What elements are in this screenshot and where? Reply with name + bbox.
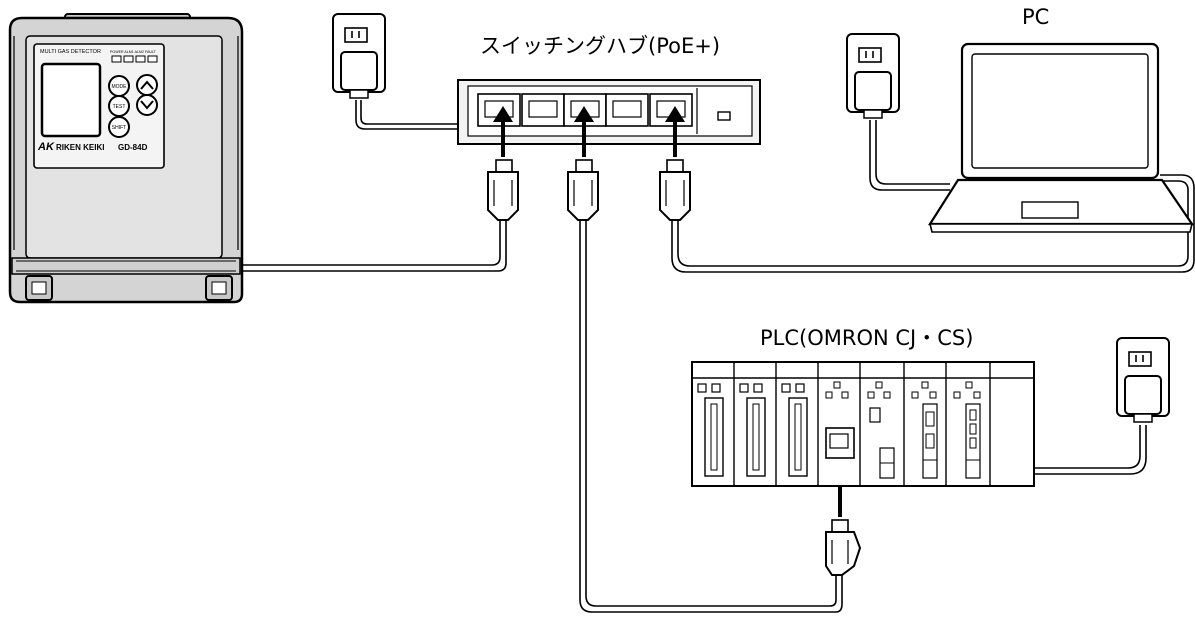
plc-label: PLC(OMRON CJ・CS)	[760, 322, 973, 352]
cable-plc-power	[1034, 425, 1146, 474]
cable-pc-power	[870, 120, 950, 190]
pc-power-adapter	[847, 34, 899, 118]
rj45-plug-plc-cable	[568, 160, 598, 220]
cable-detector-to-hub	[240, 220, 506, 271]
hub-power-adapter	[333, 14, 385, 98]
shift-button[interactable]: SHIFT	[109, 117, 129, 137]
plc-rack	[692, 362, 1034, 486]
rj45-plug-detector	[488, 160, 518, 220]
rj45-plug-pc	[660, 160, 690, 220]
laptop-touchpad	[1022, 202, 1078, 218]
detector-lcd-screen	[42, 64, 100, 136]
plc-ethernet-port[interactable]	[826, 428, 854, 458]
plc-power-adapter	[1117, 338, 1169, 422]
laptop-pc	[930, 44, 1192, 232]
down-arrow-button[interactable]	[137, 95, 157, 115]
detector-header-text: MULTI GAS DETECTOR	[40, 49, 101, 55]
hub-port-2[interactable]	[522, 94, 564, 126]
rj45-plug-plc-side	[826, 520, 860, 575]
up-arrow-button[interactable]	[137, 75, 157, 95]
detector-indicators-text: POWER ALM1 ALM2 FAULT	[110, 50, 157, 54]
cable-hub-power	[356, 100, 458, 129]
svg-text:MODE: MODE	[112, 84, 128, 90]
laptop-screen	[972, 54, 1148, 168]
pc-label: PC	[1022, 5, 1049, 29]
mode-button[interactable]: MODE	[109, 76, 129, 96]
svg-text:TEST: TEST	[113, 104, 126, 110]
detector-brand-text: RIKEN KEIKI	[56, 143, 104, 152]
detector-model-text: GD-84D	[118, 143, 148, 152]
switching-hub-label: スイッチングハブ(PoE+)	[480, 30, 720, 60]
svg-text:SHIFT: SHIFT	[112, 125, 126, 131]
test-button[interactable]: TEST	[109, 96, 129, 116]
hub-port-4[interactable]	[606, 94, 648, 126]
hub-status-led	[718, 112, 730, 120]
gas-detector: MULTI GAS DETECTOR POWER ALM1 ALM2 FAULT…	[10, 14, 242, 302]
riken-logo-icon: AK	[37, 141, 55, 153]
